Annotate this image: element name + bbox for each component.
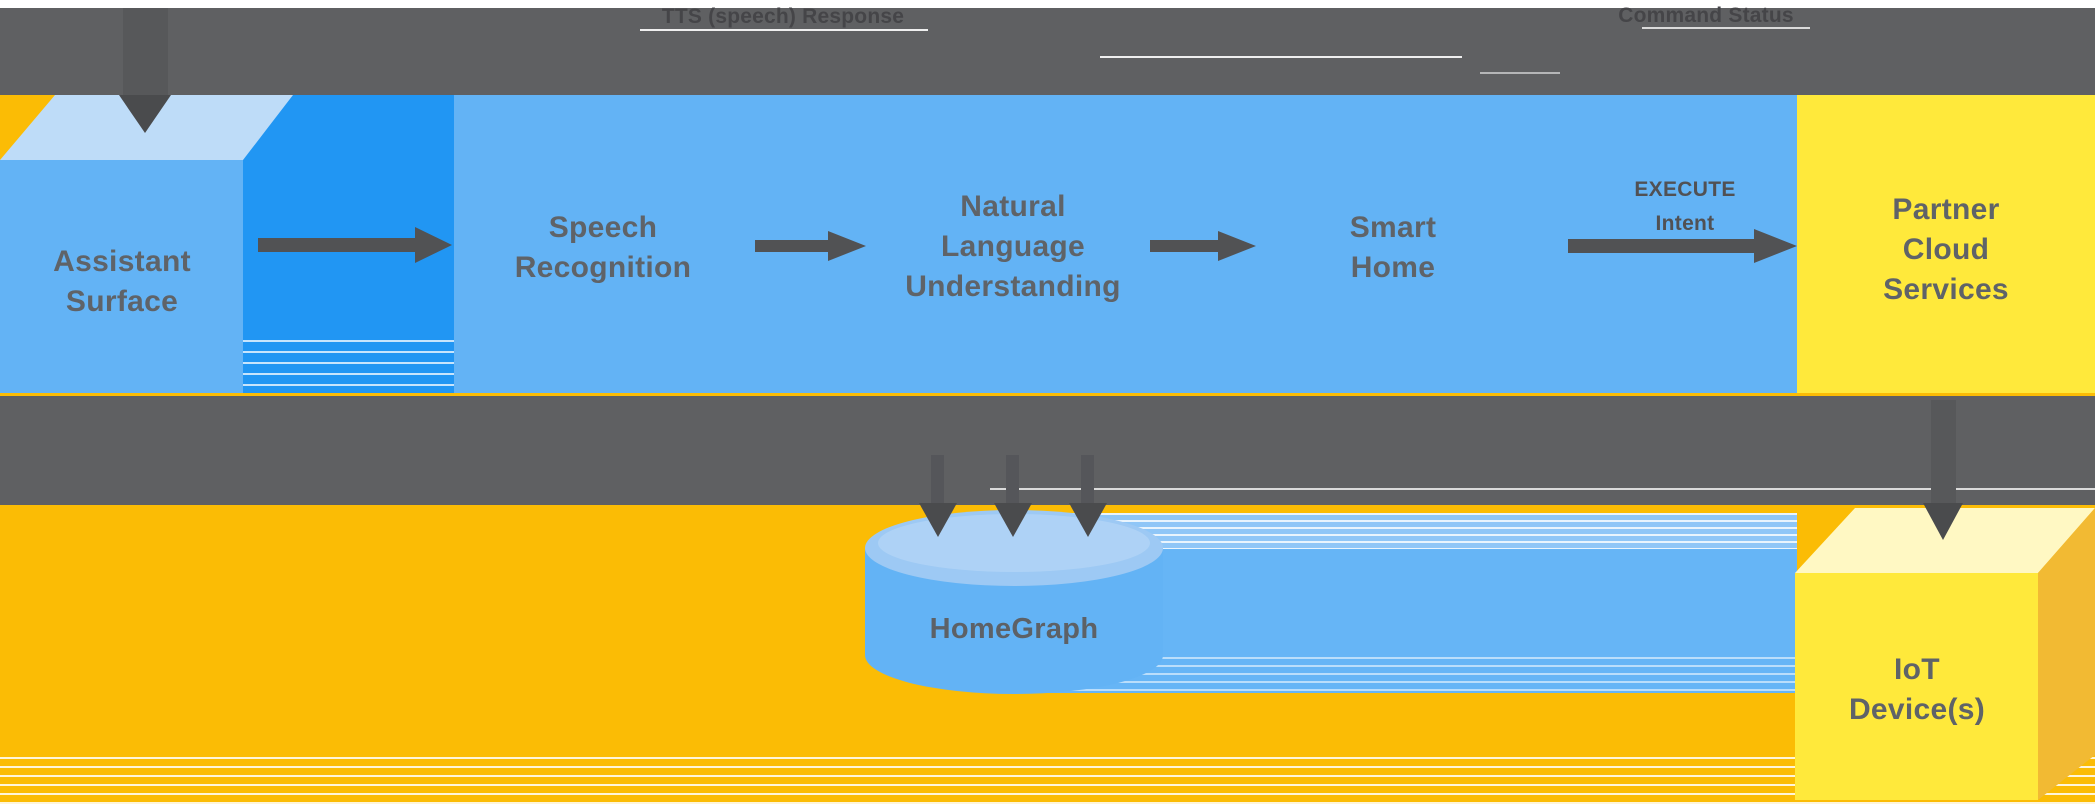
partner-cloud-services-label: Partner Cloud Services: [1883, 193, 2009, 306]
iot-device-cube-front: [1795, 573, 2038, 800]
homegraph-streak-band: [1013, 513, 1797, 693]
top-return-arrow-band: [0, 8, 2095, 95]
execute-intent-label: EXECUTE Intent: [1634, 178, 1736, 235]
command-label-underline-artifact: [1642, 27, 1810, 29]
streak-band-bottom-stripes: [1013, 657, 1797, 693]
homegraph-label: HomeGraph: [929, 613, 1099, 645]
streak-band-top-stripes: [1013, 513, 1797, 549]
background-motion-stripes: [0, 750, 2095, 804]
assistant-cube-side-panel: [243, 95, 454, 393]
natural-language-understanding-label: Natural Language Understanding: [905, 190, 1121, 303]
tts-response-label: TTS (speech) Response: [661, 5, 905, 28]
top-band-hairline-artifact: [1100, 56, 1462, 58]
middle-arrow-band: [0, 396, 2095, 505]
assistant-surface-cube-front: [0, 160, 243, 393]
tts-label-underline-artifact: [640, 29, 928, 31]
command-status-label: Command Status: [1618, 4, 1794, 27]
partner-cloud-services-box: [1797, 95, 2095, 393]
side-panel-motion-stripes: [243, 331, 454, 393]
top-band-hairline-artifact-2: [1480, 72, 1560, 74]
iot-devices-label: IoT Device(s): [1848, 653, 1986, 726]
assistant-surface-label: Assistant Surface: [53, 245, 191, 318]
mid-band-hairline-artifact: [990, 488, 2095, 490]
smart-home-label: Smart Home: [1349, 211, 1437, 284]
speech-recognition-label: Speech Recognition: [514, 211, 692, 284]
